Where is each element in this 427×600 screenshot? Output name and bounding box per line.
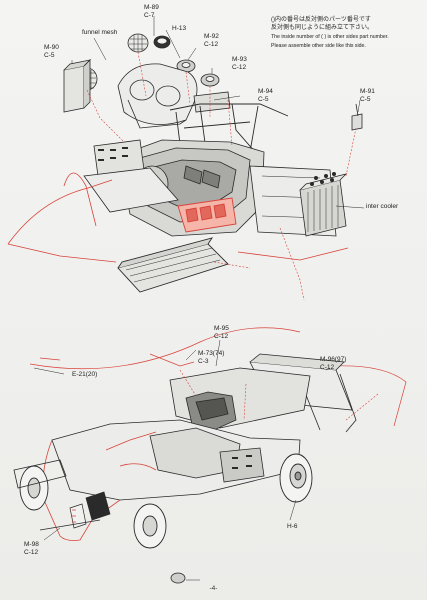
intake-plenum (117, 63, 198, 129)
cockpit-detail (69, 491, 111, 529)
part-number-m96: M-96(97) (320, 356, 347, 363)
wheel-rear-right (279, 453, 313, 503)
callout-e21: E-21(20) (72, 371, 97, 379)
leader-lines-upper (71, 16, 365, 209)
color-code-m93: C-12 (232, 63, 247, 71)
red-manifold (177, 197, 237, 233)
funnel-mesh-label: funnel mesh (82, 29, 118, 36)
wheel-front-right (133, 503, 167, 549)
guide-lines-lower (179, 369, 379, 421)
color-code-m98: C-12 (24, 548, 39, 556)
part-number-m90: M-90 (44, 44, 59, 51)
nose-cone (42, 431, 157, 541)
part-number-m73: M-73(74) (198, 350, 225, 357)
leader-lines-lower (33, 339, 331, 581)
color-code-m95: C-12 (214, 332, 229, 340)
callout-m90: M-90 C-5 (44, 44, 59, 59)
color-code-m96: C-12 (320, 363, 335, 371)
rear-rim-part-h6 (170, 572, 186, 584)
callout-m94: M-94 C-5 (258, 88, 273, 103)
sidepod-left (83, 139, 179, 213)
part-number-m93: M-93 (232, 56, 247, 63)
part-number-h6: H-6 (287, 523, 298, 530)
callout-m73: M-73(74) C-3 (198, 350, 224, 365)
part-number-m98: M-98 (24, 541, 39, 548)
ring-parts (176, 59, 220, 87)
m91-part (351, 103, 363, 131)
part-number-h13: H-13 (172, 25, 187, 32)
callout-m98: M-98 C-12 (24, 541, 39, 556)
m94-part (193, 91, 231, 113)
front-wing (13, 459, 101, 531)
assembly-note: ()内の番号は反対側のパーツ番号です 反対側も同じように組み立て下さい。 The… (271, 17, 421, 49)
engine-cover (169, 367, 311, 431)
guide-lines-upper (86, 51, 357, 301)
part-number-m89: M-89 (144, 4, 159, 11)
funnel-mesh-top-hatch (129, 34, 147, 52)
color-code-m94: C-5 (258, 95, 269, 103)
color-code-m92: C-12 (204, 40, 219, 48)
callout-m92: M-92 C-12 (204, 33, 219, 48)
body-shell-upper (7, 172, 349, 263)
intercooler (299, 171, 348, 237)
chassis-body (51, 419, 301, 501)
part-number-m92: M-92 (204, 33, 219, 40)
callout-h6: H-6 (287, 523, 297, 531)
callout-m93: M-93 C-12 (232, 56, 247, 71)
color-code-m73: C-3 (198, 357, 209, 365)
part-number-m95: M-95 (214, 325, 229, 332)
wheel-front-left (19, 465, 49, 511)
callout-m89: M-89 C-7 (144, 4, 159, 19)
part-number-e21: E-21(20) (72, 371, 98, 378)
callout-intercooler: inter cooler (366, 203, 398, 211)
note-jp-line1: ()内の番号は反対側のパーツ番号です (271, 17, 371, 23)
cable-lines (29, 327, 407, 427)
part-number-m91: M-91 (360, 88, 375, 95)
callout-h13: H-13 (172, 25, 186, 33)
callout-m96: M-96(97) C-12 (320, 356, 346, 371)
filter-box-m90 (63, 59, 92, 113)
note-en-line2: Please assemble other side like this sid… (271, 42, 366, 49)
callout-m91: M-91 C-5 (360, 88, 375, 103)
color-code-m91: C-5 (360, 95, 371, 103)
color-code-m89: C-7 (144, 11, 155, 19)
radiator-core (117, 237, 229, 293)
note-en-line1: The inside number of ( ) is other sides … (271, 34, 389, 40)
callout-m95: M-95 C-12 (214, 325, 229, 340)
intercooler-label: inter cooler (366, 203, 399, 210)
part-number-m94: M-94 (258, 88, 273, 95)
page-number: -4- (209, 585, 218, 592)
note-jp-line2: 反対側も同じように組み立て下さい。 (271, 24, 374, 31)
callout-funnel-mesh: funnel mesh (82, 29, 117, 37)
color-code-m90: C-5 (44, 51, 55, 59)
